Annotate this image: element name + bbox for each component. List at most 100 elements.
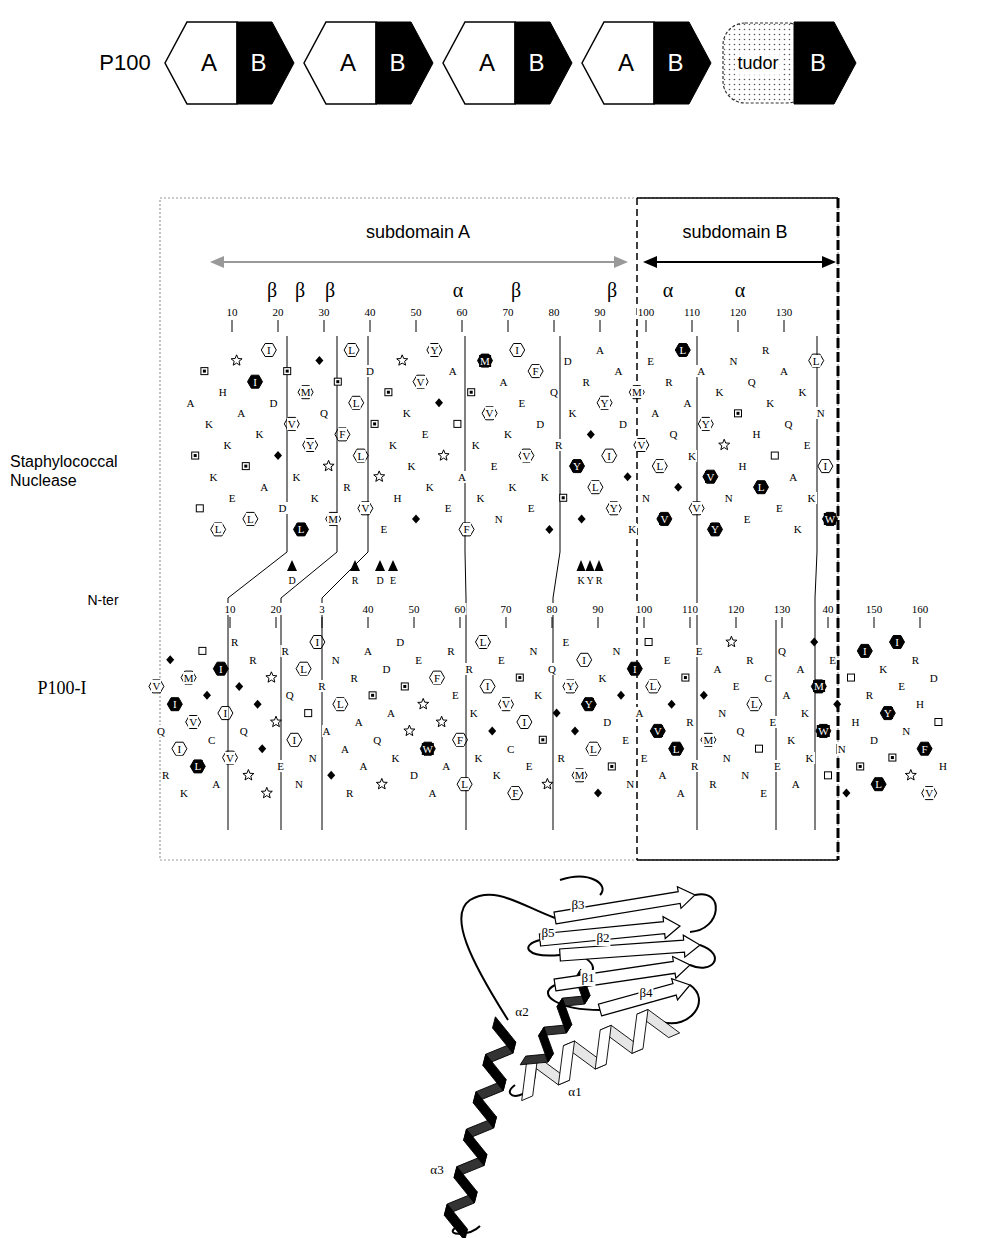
residue-number: 130 [775, 306, 794, 318]
residue-letter: D [365, 365, 375, 377]
glycine-diamond [571, 726, 579, 735]
tick-mark [368, 617, 369, 628]
arrow-head [287, 560, 297, 571]
residue-letter: K [492, 769, 502, 781]
residue-letter: R [708, 778, 717, 790]
hydrophobic-hexagon [701, 733, 716, 746]
residue-letter: E [561, 636, 570, 648]
serine-square [935, 719, 942, 726]
hydrophobic-hexagon [698, 417, 713, 430]
conserved-hexagon [871, 778, 886, 791]
hydrophobic-hexagon [261, 344, 276, 357]
residue-letter: E [414, 654, 423, 666]
residue-letter: Q [736, 725, 746, 737]
residue-letter: I [218, 663, 224, 675]
residue-letter: I [632, 663, 638, 675]
threonine-square [682, 674, 689, 681]
tick-mark [828, 617, 829, 628]
residue-letter: A [657, 769, 667, 781]
glycine-diamond [315, 356, 323, 365]
alignment-link [228, 552, 287, 598]
hydrophobic-hexagon [427, 344, 442, 357]
residue-letter: L [655, 460, 664, 472]
hydrophobic-hexagon [689, 502, 704, 515]
threonine-square [608, 763, 615, 770]
residue-letter: E [768, 716, 777, 728]
domain-a-hexagon: A [165, 22, 237, 104]
residue-letter: Q [547, 663, 557, 675]
residue-number: 40 [822, 603, 835, 615]
residue-letter: N [740, 769, 750, 781]
residue-letter: N [816, 407, 826, 419]
residue-letter: A [613, 365, 623, 377]
hydrophobic-hexagon [181, 671, 196, 684]
domain-b-arrow: B [376, 22, 433, 104]
mutation-label: D [288, 575, 295, 586]
proline-star [418, 698, 429, 709]
tick-mark [508, 320, 509, 332]
residue-letter: E [759, 787, 768, 799]
conserved-hexagon [823, 512, 838, 525]
residue-letter: V [485, 407, 495, 419]
subdomain-label: subdomain B [682, 222, 787, 243]
alignment-link [322, 552, 368, 598]
helix-ribbon [632, 1010, 648, 1054]
residue-letter: L [672, 743, 681, 755]
residue-letter: L [347, 344, 356, 356]
residue-letter: R [865, 689, 874, 701]
beta-strand [598, 979, 690, 1016]
residue-letter: F [921, 743, 929, 755]
residue-letter: C [506, 743, 515, 755]
residue-number: 40 [362, 603, 375, 615]
residue-letter: A [358, 760, 368, 772]
secondary-structure: β [511, 279, 521, 302]
glycine-diamond [833, 700, 841, 709]
residue-letter: A [795, 663, 805, 675]
hydrophobic-hexagon [482, 407, 497, 420]
hydrophobic-hexagon [326, 512, 341, 525]
tudor-domain: tudor [722, 22, 794, 104]
residue-letter: K [310, 492, 320, 504]
tick-mark [278, 320, 279, 332]
secondary-structure: β [267, 279, 277, 302]
serine-square [771, 452, 778, 459]
arrow-head [595, 560, 604, 571]
hydrophobic-hexagon [922, 787, 937, 800]
conserved-hexagon [627, 662, 642, 675]
proline-star [266, 672, 277, 682]
arrow-head [210, 256, 224, 268]
hydrophobic-hexagon [818, 460, 833, 473]
residue-letter: I [485, 680, 491, 692]
conserved-hexagon [213, 662, 228, 675]
residue-letter: L [757, 481, 766, 493]
conserved-hexagon [190, 760, 205, 773]
arrow-head [822, 256, 836, 268]
residue-letter: Q [784, 418, 794, 430]
residue-letter: E [379, 523, 388, 535]
glycine-diamond [412, 514, 420, 523]
tick-mark [874, 617, 875, 628]
hydrophobic-hexagon [588, 481, 603, 494]
terminus-label: N-ter [87, 592, 118, 608]
arrow-head [350, 560, 360, 571]
residue-letter: D [563, 355, 573, 367]
residue-letter: R [342, 481, 351, 493]
serine-square [305, 710, 312, 717]
residue-letter: H [851, 716, 861, 728]
sequence-name: Staphylococcal Nuclease [10, 452, 145, 490]
tick-mark [554, 320, 555, 332]
residue-letter: V [287, 418, 297, 430]
helix-ribbon [444, 1204, 467, 1238]
conserved-hexagon [754, 481, 769, 494]
hydrophobic-hexagon [453, 733, 468, 746]
residue-letter: L [589, 743, 598, 755]
tick-mark [784, 320, 785, 332]
residue-number: 70 [500, 603, 513, 615]
residue-letter: H [393, 492, 403, 504]
residue-letter: E [803, 439, 812, 451]
threonine-dot [373, 422, 376, 425]
residue-number: 100 [635, 603, 654, 615]
conserved-hexagon [650, 724, 665, 737]
hydrophobic-hexagon [284, 417, 299, 430]
